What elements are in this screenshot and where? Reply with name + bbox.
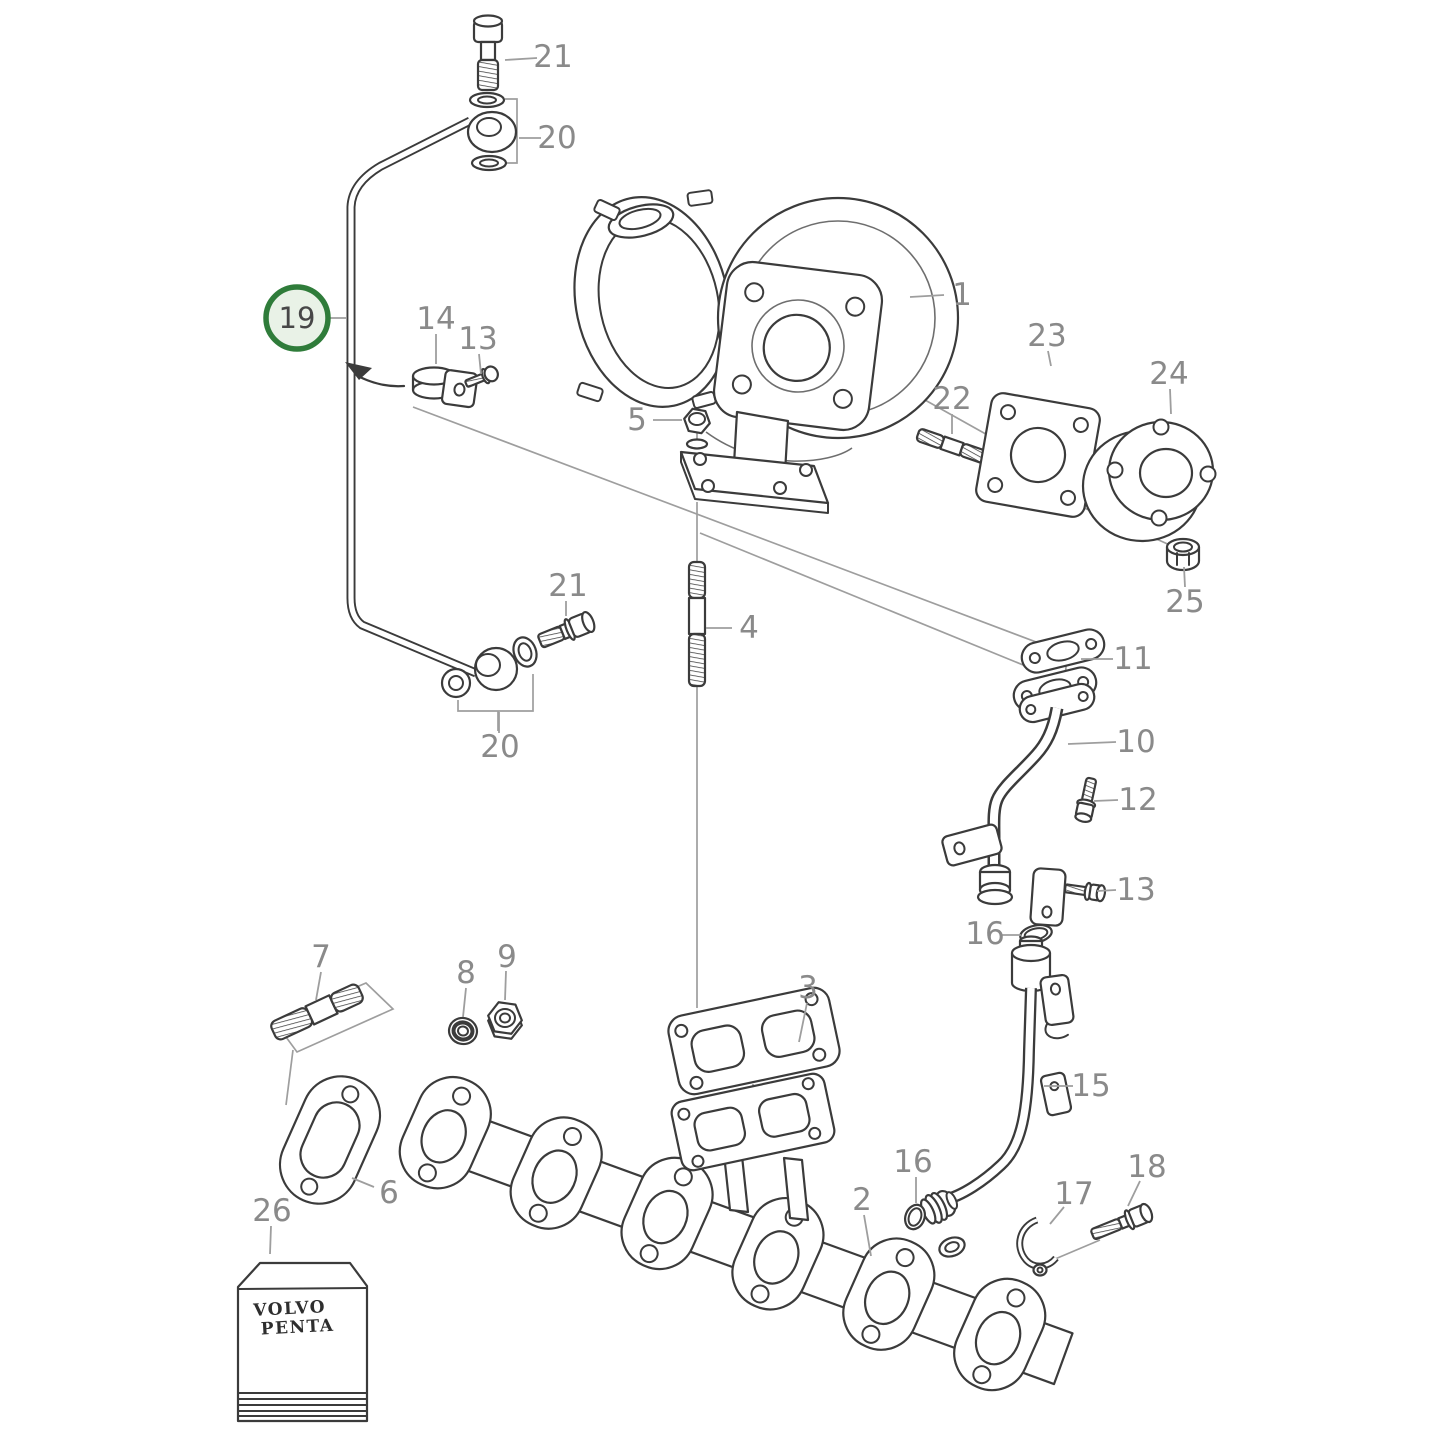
leader-line-part-13 <box>478 353 482 375</box>
gasket-23-drawing <box>975 392 1101 518</box>
leader-line-part-24 <box>1169 388 1172 415</box>
part-callout-4: 4 <box>739 610 759 646</box>
highlight-circle-part-19 <box>263 284 331 352</box>
direction-arrow <box>345 362 406 388</box>
part-callout-9: 9 <box>497 939 517 975</box>
leader-line-part-2 <box>863 1214 872 1257</box>
washer-8-drawing <box>447 1016 479 1046</box>
leader-line-part-3 <box>798 1002 808 1043</box>
leader-line-part-7 <box>315 971 322 1001</box>
part-callout-20: 20 <box>480 729 519 765</box>
leader-line-part-17 <box>1049 1206 1065 1225</box>
stud-22-drawing <box>915 428 989 464</box>
spring-clip-17-drawing <box>1016 1216 1059 1277</box>
part-callout-26: 26 <box>252 1193 291 1229</box>
leader-line-part-21 <box>504 57 538 61</box>
pipe-clamp-14-drawing <box>411 366 479 409</box>
part-callout-24: 24 <box>1149 356 1188 392</box>
gasket-11-drawing <box>1020 628 1106 674</box>
leader-line-part-23 <box>1047 350 1052 367</box>
manifold-drain-port-boss <box>938 1236 966 1258</box>
turbocharger-1-drawing <box>573 189 960 514</box>
clamp-screw-13-drawing <box>464 365 499 388</box>
part-callout-20: 20 <box>537 120 576 156</box>
part-callout-13: 13 <box>458 321 497 357</box>
leader-line-part-26 <box>269 1225 272 1255</box>
part-callout-6: 6 <box>379 1175 399 1211</box>
exhaust-manifold-2-drawing <box>398 1076 1074 1392</box>
leader-line-part-12 <box>1093 799 1119 802</box>
part-callout-2: 2 <box>852 1182 872 1218</box>
bolt-12-drawing <box>1074 776 1098 823</box>
part-callout-16: 16 <box>893 1144 932 1180</box>
leader-line-part-9 <box>504 970 507 1001</box>
banjo-fitting-bottom-20-drawing <box>440 636 538 699</box>
part-callout-8: 8 <box>456 955 476 991</box>
nut-25-drawing <box>1165 537 1201 572</box>
part-callout-22: 22 <box>932 381 971 417</box>
part-callout-13: 13 <box>1116 872 1155 908</box>
o-ring-16b-drawing <box>904 1203 926 1231</box>
oil-return-pipe-10-drawing <box>941 682 1096 927</box>
manifold-center-flange-drawing <box>670 1072 836 1222</box>
part-callout-16: 16 <box>965 916 1004 952</box>
part-callout-5: 5 <box>627 402 647 438</box>
part-callout-25: 25 <box>1165 584 1204 620</box>
drain-pipe-15-drawing <box>919 935 1075 1225</box>
nut-9-drawing <box>487 1001 523 1040</box>
stud-7-drawing <box>270 983 364 1041</box>
part-callout-10: 10 <box>1116 724 1155 760</box>
part-callout-15: 15 <box>1071 1068 1110 1104</box>
bracket-screw-13b-drawing <box>1063 881 1107 903</box>
leader-line-part-25 <box>1183 566 1186 588</box>
leader-line-part-13 <box>1096 889 1117 892</box>
banjo-bolt-top-21-drawing <box>472 14 504 92</box>
part-callout-14: 14 <box>416 301 455 337</box>
gasket-kit-box-26-drawing: VOLVO PENTA <box>236 1261 369 1423</box>
leader-line-part-18 <box>1127 1180 1141 1207</box>
bolt-18-drawing <box>1090 1202 1154 1241</box>
part-callout-1: 1 <box>952 277 972 313</box>
brand-text-penta: PENTA <box>260 1316 335 1340</box>
part-callout-17: 17 <box>1054 1176 1093 1212</box>
part-callout-23: 23 <box>1027 318 1066 354</box>
leader-line-part-6 <box>351 1177 375 1188</box>
leader-line-part-1 <box>909 294 945 298</box>
oil-feed-pipe-19-drawing <box>346 116 478 678</box>
banjo-bolt-bottom-21-drawing <box>537 610 596 649</box>
gasket-3-drawing <box>667 986 841 1096</box>
part-callout-21: 21 <box>548 568 587 604</box>
part-callout-7: 7 <box>311 939 331 975</box>
nut-5-drawing <box>683 407 711 450</box>
part-callout-3: 3 <box>798 970 818 1006</box>
banjo-fitting-top-20-drawing <box>466 91 518 172</box>
gasket-6-drawing <box>278 1075 382 1205</box>
leader-line-part-10 <box>1067 741 1117 745</box>
stud-4-drawing <box>687 560 707 688</box>
part-callout-19: 19 <box>279 301 316 335</box>
leader-line-part-8 <box>462 987 467 1018</box>
part-callout-18: 18 <box>1127 1149 1166 1185</box>
adapter-flange-24-drawing <box>1081 418 1217 543</box>
part-callout-12: 12 <box>1118 782 1157 818</box>
part-callout-21: 21 <box>533 39 572 75</box>
part-callout-11: 11 <box>1113 641 1152 677</box>
brand-text-volvo: VOLVO <box>252 1297 327 1321</box>
